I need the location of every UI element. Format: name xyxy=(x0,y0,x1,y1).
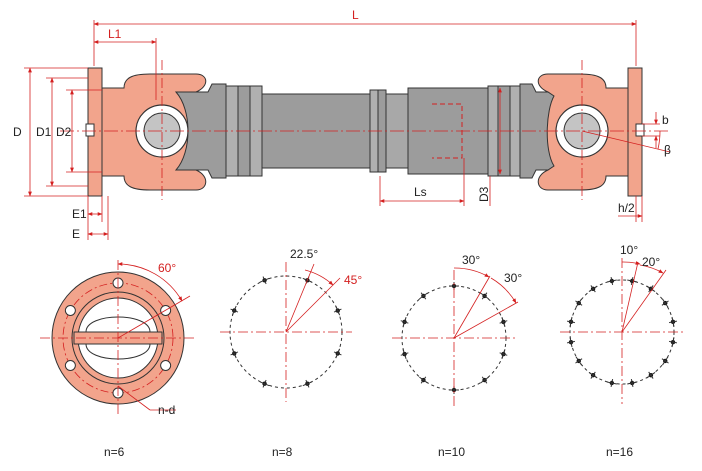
bolt-mark xyxy=(333,348,342,359)
bolt-mark xyxy=(566,337,576,348)
bolt-mark xyxy=(499,349,508,359)
label-E1: E1 xyxy=(72,207,87,221)
bolt-mark xyxy=(480,292,489,300)
bolt-mark xyxy=(668,337,678,348)
dimension-labels: L L1 D D1 D2 D3 Ls E1 E h/2 b β xyxy=(13,8,671,241)
bolt-mark xyxy=(419,292,428,300)
label-D: D xyxy=(13,125,22,139)
bolt-hole xyxy=(64,360,76,371)
caption-n16: n=16 xyxy=(606,445,633,459)
n6-hole-label: n-d xyxy=(158,403,175,417)
label-Ls: Ls xyxy=(414,185,427,199)
label-L: L xyxy=(352,8,359,22)
right-flange-key xyxy=(635,123,645,137)
bolt-circle-n16: 10° 20° n=16 xyxy=(560,243,684,459)
bolt-mark xyxy=(230,305,239,316)
dimensions xyxy=(24,20,661,240)
label-h2: h/2 xyxy=(618,201,635,215)
bolt-mark xyxy=(499,317,508,327)
bolt-mark xyxy=(668,316,678,327)
bolt-hole xyxy=(64,305,76,316)
n6-angle-60: 60° xyxy=(158,261,176,275)
label-L1: L1 xyxy=(108,27,122,41)
bolt-mark xyxy=(661,298,669,308)
n8-angle-45: 45° xyxy=(344,273,362,287)
bolt-mark xyxy=(419,376,428,384)
bolt-mark xyxy=(333,305,342,316)
label-D3: D3 xyxy=(477,186,491,202)
n10-angle-30-b: 30° xyxy=(504,271,522,285)
label-D1: D1 xyxy=(36,125,52,139)
n16-angle-10: 10° xyxy=(620,243,638,257)
flange-face-n6: 60° n-d n=6 xyxy=(40,260,196,459)
bolt-mark xyxy=(575,298,583,308)
bolt-mark xyxy=(588,371,598,379)
bolt-mark xyxy=(661,356,669,366)
bolt-circle-n10: 30° 30° n=10 xyxy=(392,253,522,459)
bolt-mark xyxy=(259,379,270,388)
left-flange-key xyxy=(85,123,95,137)
label-beta: β xyxy=(664,143,671,157)
bolt-mark xyxy=(646,371,656,379)
bolt-mark xyxy=(606,378,617,388)
label-b: b xyxy=(662,113,669,127)
bolt-mark xyxy=(230,348,239,359)
bolt-mark xyxy=(566,316,576,327)
n10-angle-30-a: 30° xyxy=(462,253,480,267)
caption-n10: n=10 xyxy=(438,445,465,459)
bolt-mark xyxy=(259,276,270,285)
bolt-mark xyxy=(627,378,638,388)
n16-angle-20: 20° xyxy=(642,255,660,269)
bolt-circle-n8: 22.5° 45° n=8 xyxy=(220,247,362,459)
caption-n6: n=6 xyxy=(104,445,125,459)
caption-n8: n=8 xyxy=(272,445,293,459)
bolt-mark xyxy=(480,376,489,384)
bolt-mark xyxy=(627,276,638,286)
bolt-hole xyxy=(160,360,172,371)
n8-angle-22.5: 22.5° xyxy=(290,247,318,261)
label-D2: D2 xyxy=(56,125,72,139)
bolt-mark xyxy=(400,317,409,327)
beta-angle-line xyxy=(581,130,671,153)
bolt-mark xyxy=(606,276,617,286)
shaft-elevation xyxy=(60,60,671,200)
dim-beta-arc xyxy=(657,130,661,150)
bolt-mark xyxy=(302,379,313,388)
label-E: E xyxy=(72,227,80,241)
bolt-mark xyxy=(588,285,598,293)
bolt-mark xyxy=(575,356,583,366)
bolt-mark xyxy=(400,349,409,359)
